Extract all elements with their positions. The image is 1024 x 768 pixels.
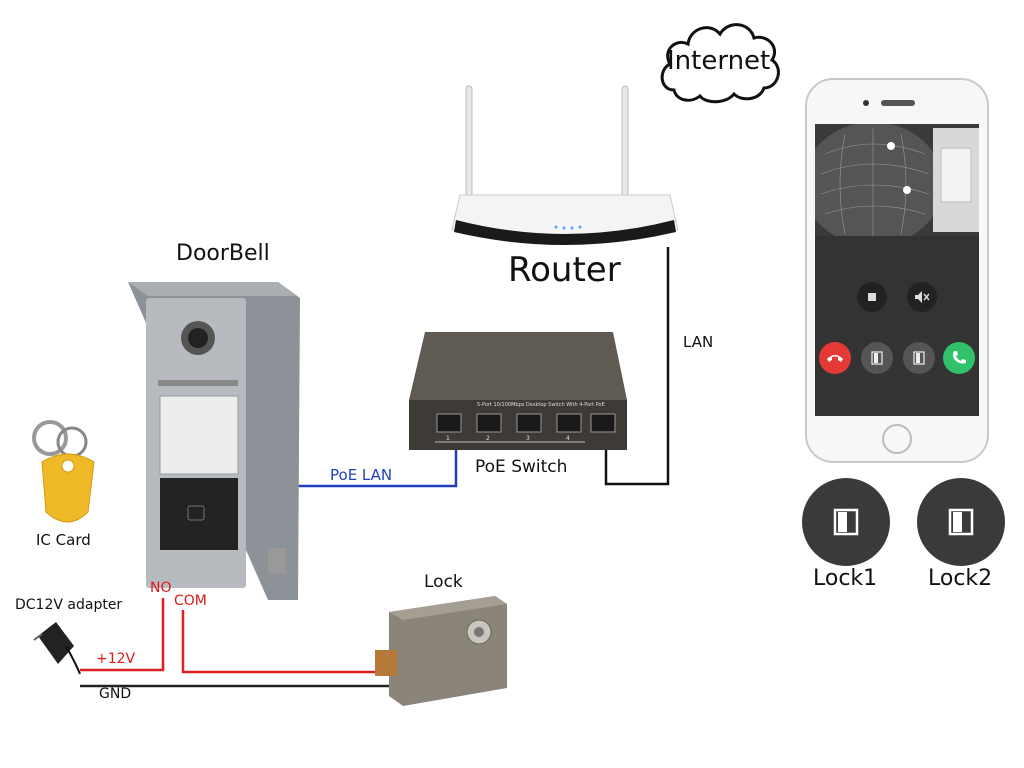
poe-switch-icon — [409, 332, 627, 450]
door-icon — [948, 508, 974, 536]
gnd-label: GND — [99, 686, 132, 702]
smartphone — [805, 78, 989, 463]
stop-icon — [868, 293, 876, 301]
lock1-button[interactable] — [802, 478, 890, 566]
power-adapter-icon — [33, 622, 81, 675]
doorbell-label: DoorBell — [176, 241, 270, 266]
dc-adapter — [30, 616, 85, 676]
rfid-keyfob-icon — [32, 420, 95, 523]
internet-cloud-icon — [660, 23, 780, 104]
ic-card-keyfob — [28, 416, 108, 531]
poe-switch: 5-Port 10/100Mbps Desktop Switch With 4-… — [405, 330, 630, 455]
unlock-door2-button[interactable] — [903, 342, 935, 374]
switch-port-number: 4 — [566, 435, 570, 442]
mute-button[interactable] — [907, 282, 937, 312]
doorbell-icon — [128, 282, 300, 600]
poe-switch-label: PoE Switch — [475, 457, 568, 477]
switch-port-number: 2 — [486, 435, 490, 442]
speaker-mute-icon — [915, 291, 930, 303]
electric-lock — [375, 592, 510, 710]
switch-panel-text: 5-Port 10/100Mbps Desktop Switch With 4-… — [477, 402, 605, 408]
door-icon — [871, 351, 883, 365]
lock2-label: Lock2 — [928, 566, 993, 591]
stop-video-button[interactable] — [857, 282, 887, 312]
poe-lan-cable — [293, 440, 458, 488]
hangup-button[interactable] — [819, 342, 851, 374]
plus12v-label: +12V — [96, 651, 136, 667]
phone-answer-icon — [953, 351, 966, 364]
switch-port-number: 3 — [526, 435, 530, 442]
lock1-label: Lock1 — [813, 566, 878, 591]
answer-button[interactable] — [943, 342, 975, 374]
router — [440, 80, 690, 255]
doorbell — [128, 278, 303, 603]
lan-cable — [604, 247, 670, 486]
phone-home-button[interactable] — [882, 424, 912, 454]
unlock-door1-button[interactable] — [861, 342, 893, 374]
phone-screen — [815, 124, 979, 416]
router-label: Router — [508, 250, 621, 290]
internet-label: Internet — [667, 46, 771, 76]
com-wire — [181, 610, 385, 674]
dc12v-adapter-label: DC12V adapter — [15, 597, 123, 613]
door-icon — [913, 351, 925, 365]
phone-speaker — [881, 100, 915, 106]
poe-lan-label: PoE LAN — [330, 466, 393, 484]
lan-label: LAN — [683, 333, 714, 351]
phone-camera — [863, 100, 869, 106]
com-terminal-label: COM — [174, 593, 207, 609]
ic-card-label: IC Card — [36, 531, 91, 549]
camera-preview — [815, 124, 979, 236]
fisheye-video-feed — [815, 124, 979, 236]
lock-label: Lock — [424, 572, 463, 592]
no-terminal-label: NO — [150, 580, 172, 596]
phone-hangup-icon — [827, 355, 843, 362]
switch-port-number: 1 — [446, 435, 450, 442]
lock2-button[interactable] — [917, 478, 1005, 566]
no-wire — [80, 598, 165, 672]
router-icon — [451, 85, 679, 245]
electric-lock-icon — [375, 596, 507, 706]
door-icon — [833, 508, 859, 536]
